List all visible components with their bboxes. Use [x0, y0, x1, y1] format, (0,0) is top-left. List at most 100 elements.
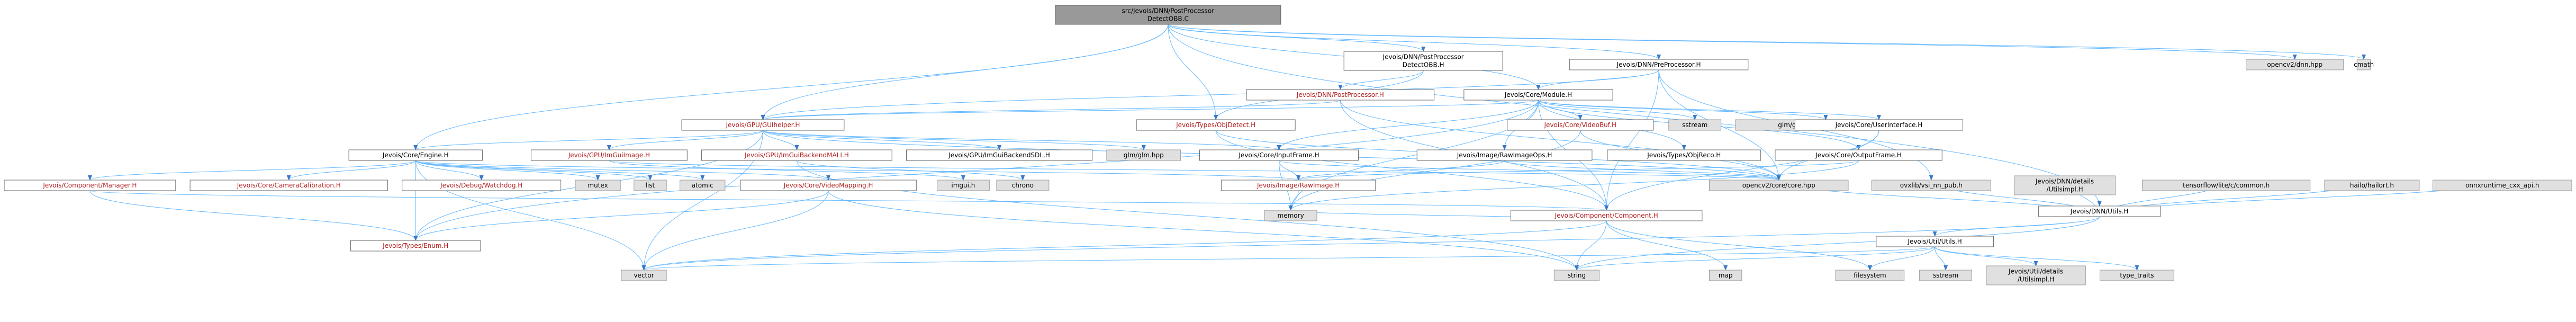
node-label-rawimage: Jevois/Image/RawImage.H — [1257, 182, 1340, 189]
node-box-pp_obb_h — [1343, 51, 1503, 71]
edge-inputframe-to-opencv_core — [1278, 160, 1781, 181]
node-label-camcal: Jevois/Core/CameraCalibration.H — [237, 182, 341, 189]
node-box-opencv_core — [1709, 180, 1849, 191]
node-mutex: mutex — [575, 180, 621, 191]
node-ovxlib: ovxlib/vsi_nn_pub.h — [1871, 180, 1991, 191]
node-box-objreco — [1607, 149, 1761, 161]
node-box-glm — [1106, 149, 1181, 161]
edge-root-to-preproc — [1168, 24, 1661, 60]
node-map: map — [1709, 270, 1742, 281]
edge-outputframe-to-rawimage — [1296, 160, 1859, 181]
edge-root-to-opencv_dnn — [1168, 24, 2297, 60]
edge-preproc-to-module — [1536, 69, 1659, 90]
edge-component-to-string — [1574, 220, 1607, 271]
edge-objdetect-to-component — [1215, 130, 1609, 211]
node-engine[interactable]: Jevois/Core/Engine.H — [348, 149, 483, 161]
edge-util_utils-to-filesystem — [1867, 246, 1936, 271]
edge-videomap-to-string — [828, 190, 1579, 271]
node-videobuf[interactable]: Jevois/Core/VideoBuf.H — [1507, 119, 1654, 131]
node-label-watchdog: Jevois/Debug/Watchdog.H — [440, 182, 522, 189]
node-label-component: Jevois/Component/Component.H — [1554, 212, 1658, 219]
node-box-types_enum — [350, 240, 481, 252]
node-box-string — [1553, 270, 1600, 281]
node-imguibackend[interactable]: Jevois/GPU/ImGuiBackendMALI.H — [701, 149, 892, 161]
edge-dnn_utils-to-string — [1575, 216, 2100, 271]
node-box-module — [1463, 89, 1613, 101]
edge-engine-to-camcal — [286, 160, 416, 181]
node-label-objdetect: Jevois/Types/ObjDetect.H — [1176, 121, 1255, 129]
edge-util_utils-to-sstream2 — [1935, 246, 1948, 271]
node-types_enum[interactable]: Jevois/Types/Enum.H — [350, 240, 481, 252]
edge-preproc-to-component — [1604, 69, 1659, 211]
edge-root-to-cmath — [1168, 24, 2366, 60]
node-string: string — [1553, 270, 1600, 281]
edge-engine-to-vector — [415, 160, 646, 271]
node-label-preproc: Jevois/DNN/PreProcessor.H — [1616, 61, 1701, 68]
node-preproc[interactable]: Jevois/DNN/PreProcessor.H — [1569, 59, 1749, 70]
node-label-outputframe: Jevois/Core/OutputFrame.H — [1815, 151, 1902, 159]
edge-component-to-filesystem — [1606, 220, 1872, 271]
node-objdetect[interactable]: Jevois/Types/ObjDetect.H — [1136, 119, 1296, 131]
node-watchdog[interactable]: Jevois/Debug/Watchdog.H — [402, 180, 562, 191]
node-rawimageops[interactable]: Jevois/Image/RawImageOps.H — [1416, 149, 1593, 161]
node-guihelper[interactable]: Jevois/GPU/GUIhelper.H — [681, 119, 845, 131]
node-glm: glm/glm.hpp — [1106, 149, 1181, 161]
node-inputframe[interactable]: Jevois/Core/InputFrame.H — [1199, 149, 1359, 161]
node-box-imguisdl — [906, 149, 1093, 161]
edge-engine-to-mutex — [415, 160, 600, 181]
edge-module-to-glm_mt — [1538, 100, 1828, 120]
edge-postproc-to-guihelper — [761, 100, 1341, 120]
node-component[interactable]: Jevois/Component/Component.H — [1511, 210, 1703, 221]
edge-guihelper-to-imguisdl — [762, 130, 1001, 150]
node-vector: vector — [621, 270, 667, 281]
node-chrono: chrono — [996, 180, 1050, 191]
edge-imguibackend-to-string — [796, 160, 1579, 271]
node-box-inputframe — [1199, 149, 1359, 161]
node-objreco[interactable]: Jevois/Types/ObjReco.H — [1607, 149, 1761, 161]
node-imgui: imgui.h — [936, 180, 990, 191]
node-box-tflite — [2142, 180, 2311, 191]
node-list: list — [634, 180, 667, 191]
node-box-cmath — [2356, 59, 2371, 70]
node-label-dmndetails: /Utilsimpl.H — [2046, 186, 2083, 193]
edge-dnn_utils-to-vector — [641, 216, 2100, 271]
node-module[interactable]: Jevois/Core/Module.H — [1463, 89, 1613, 101]
node-label-string: string — [1568, 272, 1586, 279]
node-postproc[interactable]: Jevois/DNN/PostProcessor.H — [1246, 89, 1435, 101]
node-userif[interactable]: Jevois/Core/UserInterface.H — [1794, 119, 1963, 131]
node-label-opencv_core: opencv2/core/core.hpp — [1742, 182, 1815, 189]
node-box-type_traits — [2100, 270, 2174, 281]
node-util_utils[interactable]: Jevois/Util/Utils.H — [1876, 236, 1994, 247]
node-box-videobuf — [1507, 119, 1654, 131]
edge-module-to-inputframe — [1277, 100, 1539, 150]
edge-postproc-to-opencv_core — [1340, 100, 1781, 181]
node-onnx: onnxruntime_cxx_api.h — [2433, 180, 2572, 191]
node-camcal[interactable]: Jevois/Core/CameraCalibration.H — [189, 180, 388, 191]
node-label-root: DetectOBB.C — [1147, 15, 1189, 23]
node-box-imguibackend — [701, 149, 892, 161]
node-hailort: hailo/hailort.h — [2324, 180, 2420, 191]
node-box-userif — [1794, 119, 1963, 131]
node-label-imguisdl: Jevois/GPU/ImGuiBackendSDL.H — [948, 151, 1050, 159]
node-imguiimage[interactable]: Jevois/GPU/ImGuiImage.H — [530, 149, 688, 161]
node-box-engine — [348, 149, 483, 161]
node-label-ovxlib: ovxlib/vsi_nn_pub.h — [1900, 182, 1963, 189]
node-label-userif: Jevois/Core/UserInterface.H — [1835, 121, 1923, 129]
node-dnn_utils[interactable]: Jevois/DNN/Utils.H — [2038, 205, 2161, 217]
node-box-atomic — [680, 180, 726, 191]
node-videomap[interactable]: Jevois/Core/VideoMapping.H — [740, 180, 917, 191]
edge-engine-to-videomap — [415, 160, 830, 181]
node-box-dnn_utils — [2038, 205, 2161, 217]
node-rawimage[interactable]: Jevois/Image/RawImage.H — [1221, 180, 1376, 191]
edge-module-to-guihelper — [761, 100, 1539, 120]
node-compmgr[interactable]: Jevois/Component/Manager.H — [4, 180, 176, 191]
node-imguisdl[interactable]: Jevois/GPU/ImGuiBackendSDL.H — [906, 149, 1093, 161]
node-atomic: atomic — [680, 180, 726, 191]
edge-engine-to-rawimage — [415, 160, 1300, 181]
node-box-util_utils — [1876, 236, 1994, 247]
node-box-sstream — [1668, 119, 1722, 131]
node-label-filesystem: filesystem — [1854, 272, 1886, 279]
node-outputframe[interactable]: Jevois/Core/OutputFrame.H — [1775, 149, 1942, 161]
